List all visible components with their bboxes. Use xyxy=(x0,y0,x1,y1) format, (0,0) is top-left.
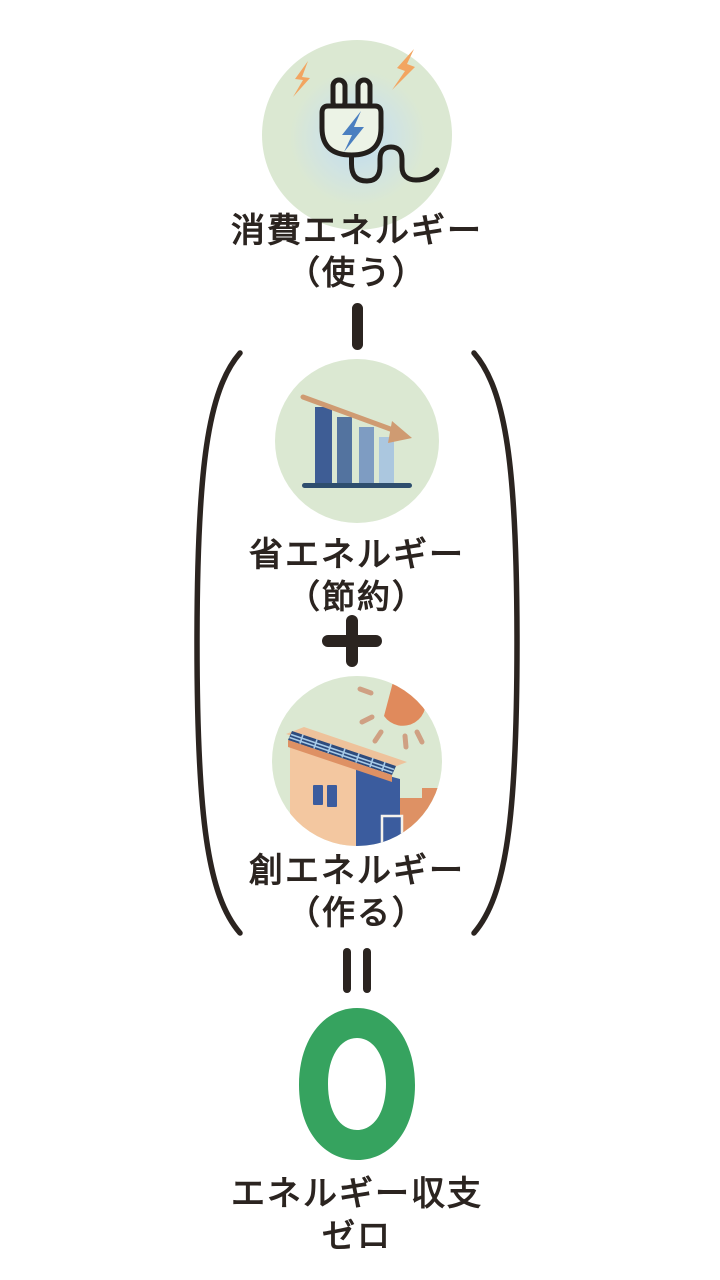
equals-bar xyxy=(343,948,351,993)
zero-figure xyxy=(299,1008,415,1160)
consumption-subtitle: （使う） xyxy=(287,254,427,291)
saving-title: 省エネルギー xyxy=(249,536,465,574)
result-label: エネルギー収支 ゼロ xyxy=(0,1174,714,1256)
plug-icon xyxy=(262,40,452,230)
result-subtitle: ゼロ xyxy=(322,1217,392,1254)
creation-title: 創エネルギー xyxy=(249,852,465,890)
bracket-group xyxy=(194,350,520,936)
equals-operator xyxy=(343,948,371,993)
result-title: エネルギー収支 xyxy=(231,1175,483,1213)
creation-subtitle: （作る） xyxy=(287,894,427,931)
bar-chart-decreasing-icon xyxy=(275,359,439,523)
saving-subtitle: （節約） xyxy=(287,578,427,615)
saving-label: 省エネルギー （節約） xyxy=(0,534,714,618)
creation-label: 創エネルギー （作る） xyxy=(0,850,714,934)
consumption-title: 消費エネルギー xyxy=(231,212,483,250)
plus-operator xyxy=(322,615,382,667)
equals-bar xyxy=(363,948,371,993)
left-parenthesis xyxy=(194,350,243,936)
solar-house-icon xyxy=(272,676,442,846)
minus-operator xyxy=(352,303,363,350)
right-parenthesis xyxy=(471,350,520,936)
consumption-label: 消費エネルギー （使う） xyxy=(0,210,714,294)
